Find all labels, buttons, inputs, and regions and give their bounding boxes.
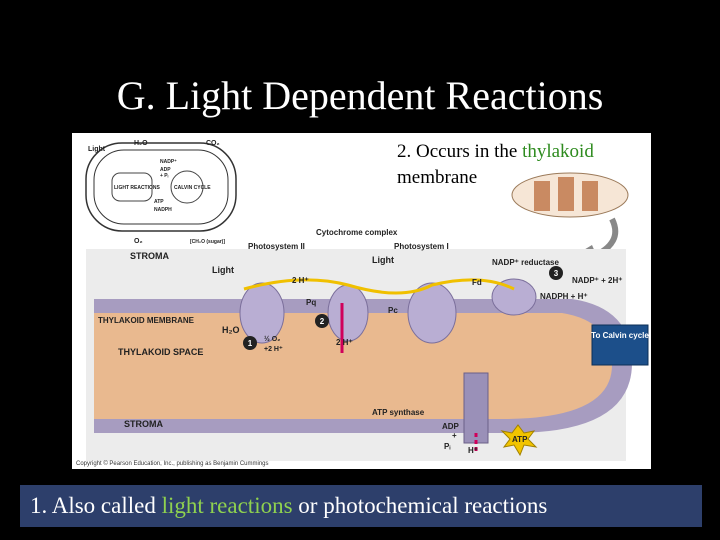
inset-adp-label: ADP — [160, 167, 171, 173]
grana-stack-b — [558, 177, 574, 211]
light-right-label: Light — [372, 255, 394, 265]
location-note: 2. Occurs in the thylakoid membrane — [397, 139, 651, 191]
inset-nadph-label: NADPH — [154, 207, 172, 213]
caption-prefix: 1. Also called — [30, 493, 162, 518]
half-o2-label: ½ O₂ — [264, 335, 280, 343]
inset-o2-label: O₂ — [134, 238, 143, 245]
stroma-top-label: STROMA — [130, 251, 169, 261]
h-plus-label: H⁺ — [468, 446, 478, 455]
step-2-circle — [315, 314, 329, 328]
inset-atp-label: ATP — [154, 199, 164, 205]
h2o-label: H₂O — [222, 325, 240, 335]
light-left-label: Light — [212, 265, 234, 275]
nadp-reductase-label: NADP⁺ reductase — [492, 258, 559, 267]
atp-starburst — [500, 424, 538, 457]
inset-chloroplast-inner — [93, 149, 229, 225]
atp-synthase-label: ATP synthase — [372, 408, 425, 417]
inset-calvin-cycle-label: CALVIN CYCLE — [174, 185, 211, 191]
inset-overview: Light H₂O CO₂ NADP⁺ ADP + Pᵢ LIGHT REACT… — [85, 140, 237, 245]
plus-label: + — [452, 431, 457, 440]
inset-pi-label: + Pᵢ — [160, 173, 169, 179]
inset-light-reactions-box — [111, 172, 153, 202]
caption-suffix: or photochemical reactions — [292, 493, 548, 518]
photosystem-i-label: Photosystem I — [394, 242, 449, 251]
inset-light-reactions-label: LIGHT REACTIONS — [114, 185, 160, 191]
nadp-reductase-shape — [491, 278, 537, 316]
inset-chloroplast — [85, 142, 237, 232]
note-highlight: thylakoid — [522, 141, 594, 162]
plus-2h-label: +2 H⁺ — [264, 346, 283, 353]
nadph-h-label: NADPH + H⁺ — [540, 292, 588, 301]
thylakoid-diagram: Light H₂O CO₂ NADP⁺ ADP + Pᵢ LIGHT REACT… — [72, 133, 651, 469]
step-3-circle — [549, 266, 563, 280]
slide-title: G. Light Dependent Reactions — [116, 73, 604, 118]
photosystem-i-shape — [407, 282, 457, 344]
nadp-plus-label: NADP⁺ + 2H⁺ — [572, 276, 622, 285]
photosystem-ii-shape — [239, 282, 285, 344]
photosystem-ii-label: Photosystem II — [248, 242, 305, 251]
fd-label: Fd — [472, 278, 482, 287]
to-calvin-box — [591, 324, 649, 366]
inset-light-label: Light — [88, 146, 106, 153]
atp-synthase-shape — [463, 372, 489, 444]
thylakoid-membrane-label: THYLAKOID MEMBRANE — [98, 316, 195, 325]
note-suffix: membrane — [397, 167, 478, 188]
thylakoid-space-label: THYLAKOID SPACE — [118, 347, 203, 357]
cytochrome-label: Cytochrome complex — [316, 228, 398, 237]
inset-calvin-cycle-circle — [170, 170, 204, 204]
step-2-label: 2 — [320, 317, 325, 326]
to-calvin-label: To Calvin cycle — [591, 331, 649, 340]
step-1-circle — [243, 336, 257, 350]
cytochrome-shape — [327, 284, 369, 342]
atp-label: ATP — [512, 435, 528, 444]
step-1-label: 1 — [248, 339, 253, 348]
h2-top-label: 2 H⁺ — [292, 276, 309, 285]
inset-h2o-label: H₂O — [134, 140, 148, 147]
h2-space-label: 2 H⁺ — [336, 338, 353, 347]
step-3-label: 3 — [554, 269, 559, 278]
pi-label: Pᵢ — [444, 442, 450, 451]
inset-nadp-label: NADP⁺ — [160, 159, 177, 165]
diagram-svg: Light H₂O CO₂ NADP⁺ ADP + Pᵢ LIGHT REACT… — [76, 140, 649, 467]
grana-stack-c — [582, 181, 598, 211]
pq-label: Pq — [306, 298, 316, 307]
caption-bar: 1. Also called light reactions or photoc… — [20, 485, 702, 527]
note-prefix: 2. Occurs in the — [397, 141, 523, 162]
grana-stack-a — [534, 181, 550, 211]
inset-sugar-label: [CH₂O (sugar)] — [190, 239, 225, 245]
copyright-text: Copyright © Pearson Education, Inc., pub… — [76, 460, 269, 467]
inset-co2-label: CO₂ — [206, 140, 220, 147]
adp-label: ADP — [442, 422, 460, 431]
electron-flow-line — [243, 278, 515, 295]
pc-label: Pc — [388, 306, 398, 315]
caption-highlight: light reactions — [161, 493, 293, 518]
stroma-bottom-label: STROMA — [124, 419, 163, 429]
